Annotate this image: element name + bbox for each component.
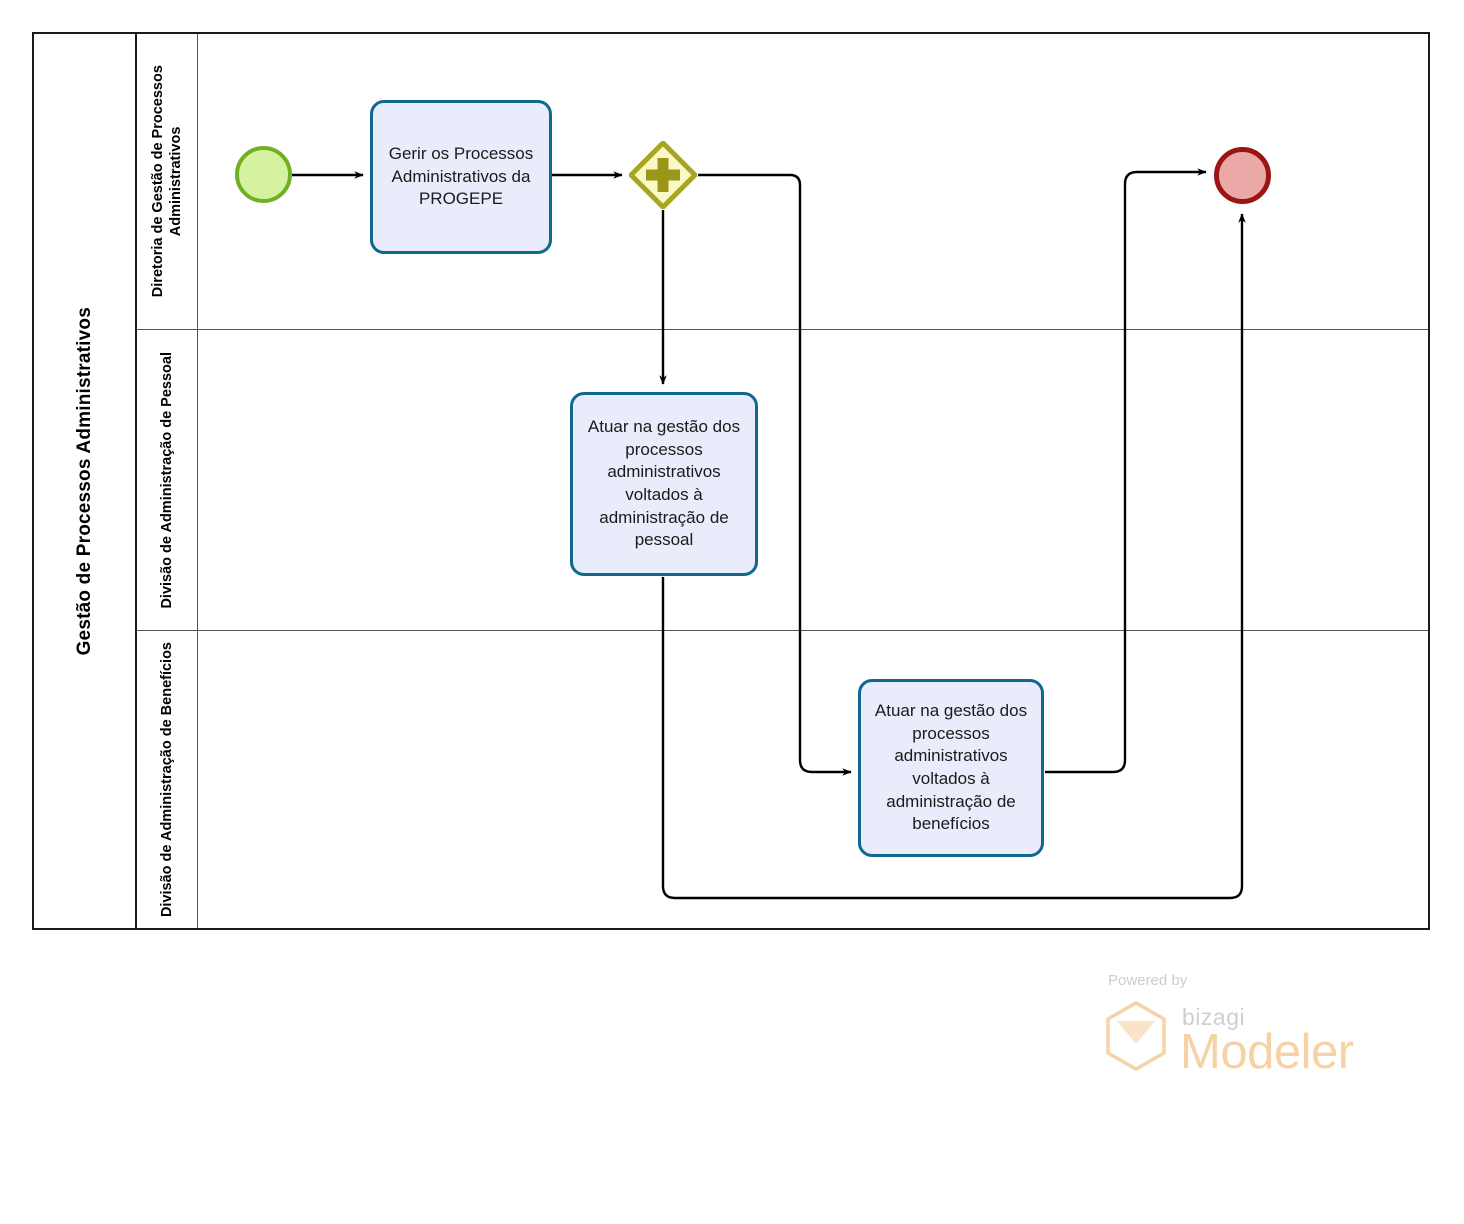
task-gerir-os-processos-administrativos-da-progepe[interactable]: Gerir os Processos Administrativos da PR… [370, 100, 552, 254]
lane-divisao-de-administracao-de-pessoal[interactable]: Divisão de Administração de Pessoal [137, 330, 1428, 631]
lane-title-pessoal: Divisão de Administração de Pessoal [158, 351, 175, 609]
task-label: Atuar na gestão dos processos administra… [874, 701, 1028, 834]
powered-by-label: Powered by [1108, 972, 1188, 989]
modeler-product-text: Modeler [1180, 1025, 1354, 1079]
lane-title-beneficios: Divisão de Administração de Benefícios [158, 641, 175, 918]
task-atuar-na-gestao-administracao-de-pessoal[interactable]: Atuar na gestão dos processos administra… [570, 392, 758, 576]
end-event[interactable] [1214, 147, 1271, 204]
bizagi-brand-text: bizagi [1182, 1004, 1246, 1030]
pool-title: Gestão de Processos Administrativos [73, 306, 95, 656]
lane-title-diretoria: Diretoria de Gestão de Processos Adminis… [149, 65, 184, 298]
task-atuar-na-gestao-administracao-de-beneficios[interactable]: Atuar na gestão dos processos administra… [858, 679, 1044, 857]
lane-header-pessoal: Divisão de Administração de Pessoal [137, 330, 198, 630]
pool-header: Gestão de Processos Administrativos [34, 34, 137, 928]
parallel-plus-icon [646, 158, 680, 192]
lane-header-beneficios: Divisão de Administração de Benefícios [137, 631, 198, 928]
start-event[interactable] [235, 146, 292, 203]
task-label: Gerir os Processos Administrativos da PR… [388, 144, 534, 209]
lane-divisao-de-administracao-de-beneficios[interactable]: Divisão de Administração de Benefícios [137, 631, 1428, 928]
parallel-gateway[interactable] [629, 141, 697, 209]
bizagi-hexagon-logo [1106, 1001, 1166, 1071]
task-label: Atuar na gestão dos processos administra… [587, 417, 741, 550]
bizagi-watermark: Powered by bizagi Modeler [1104, 972, 1374, 1079]
lane-header-diretoria: Diretoria de Gestão de Processos Adminis… [137, 34, 198, 329]
